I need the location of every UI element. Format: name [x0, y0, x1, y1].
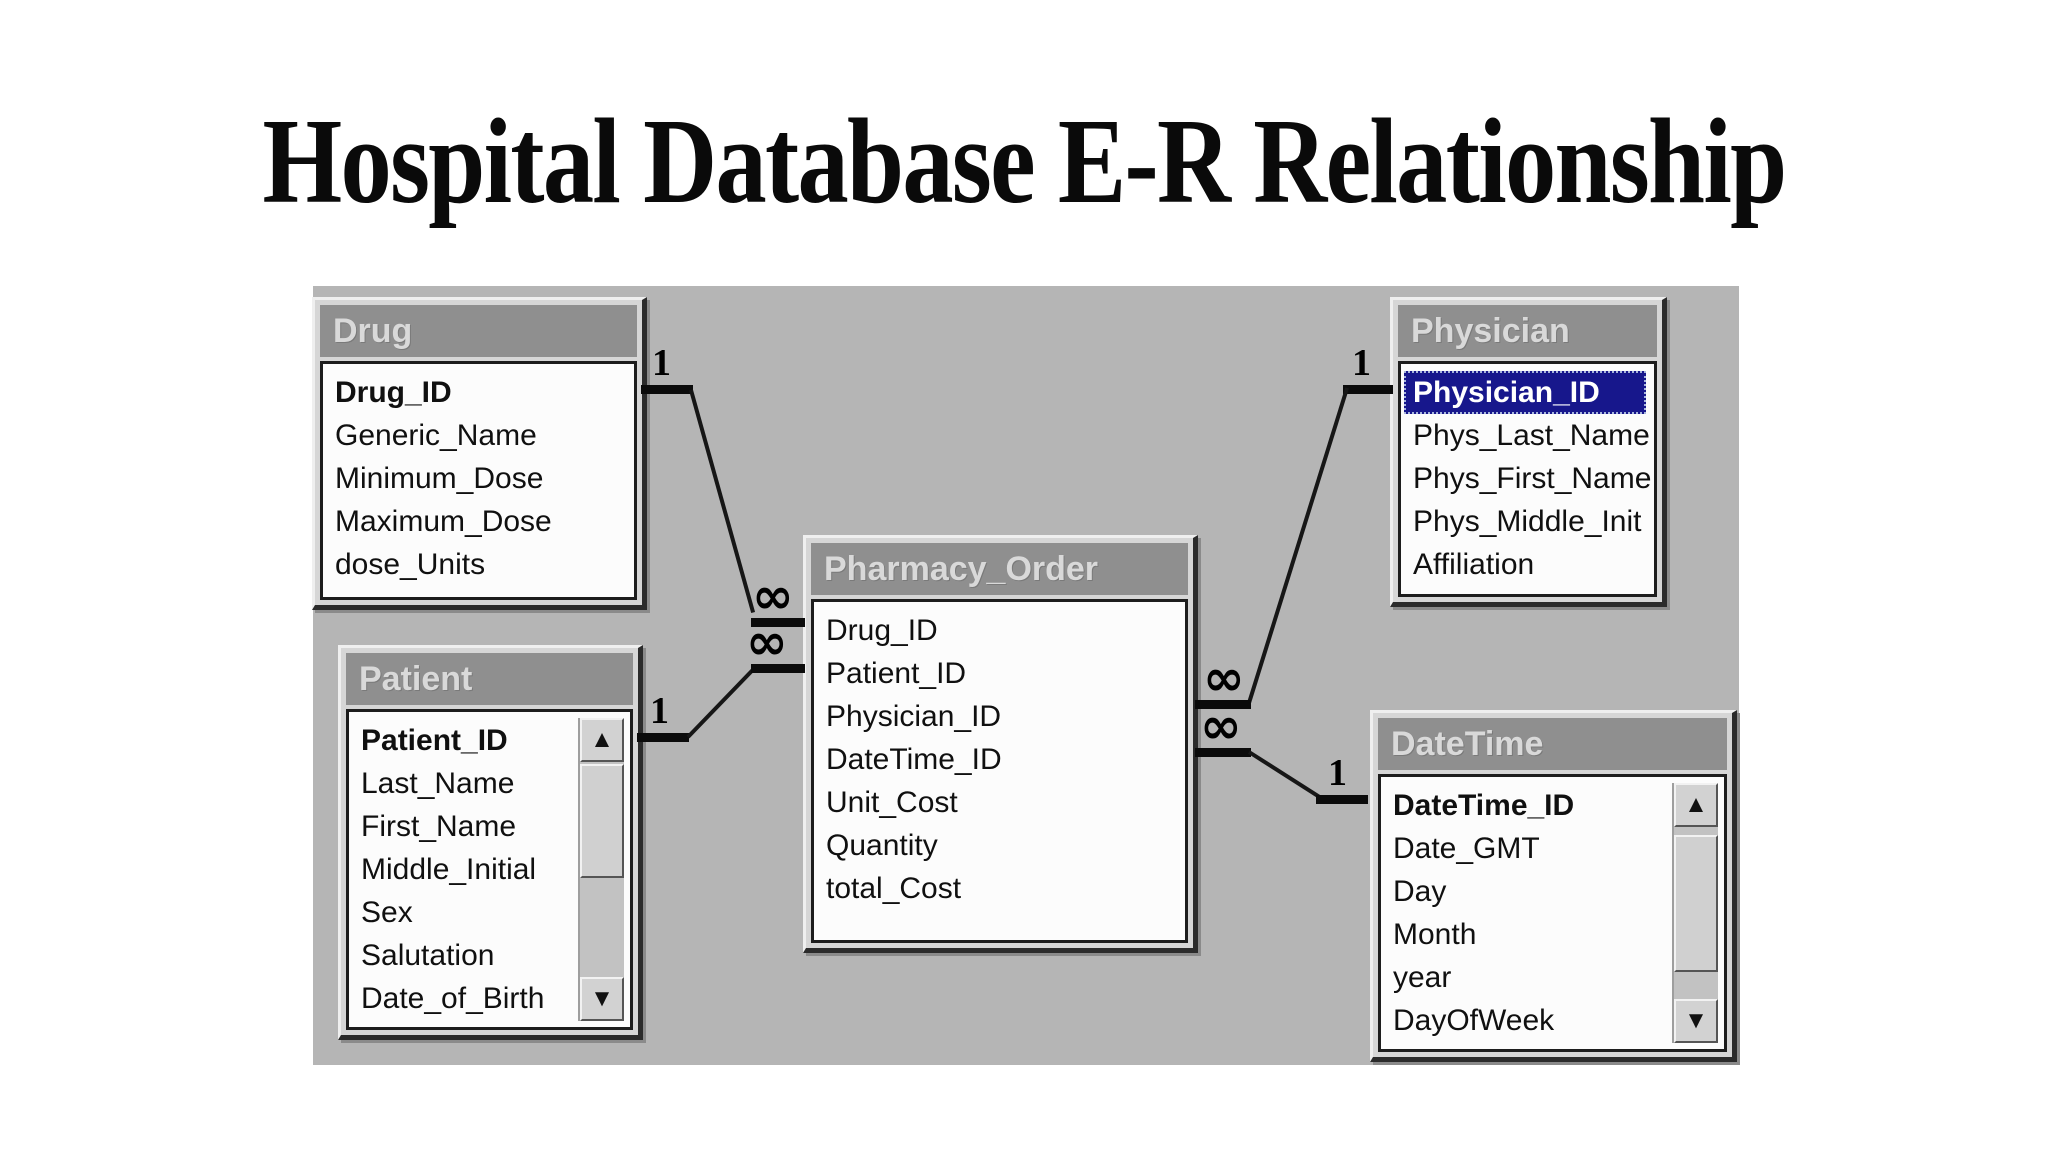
cardinality-one-patient: 1 — [650, 690, 669, 732]
field-Patient_ID[interactable]: Patient_ID — [361, 724, 508, 757]
datetime-scrollbar[interactable]: ▲ ▼ — [1672, 783, 1718, 1043]
field-Date_GMT[interactable]: Date_GMT — [1393, 832, 1540, 865]
cardinality-many-drug: ∞ — [752, 567, 794, 625]
scroll-up-icon[interactable]: ▲ — [1674, 783, 1718, 827]
scrollbar-thumb[interactable] — [1674, 835, 1718, 972]
field-DateTime_ID[interactable]: DateTime_ID — [826, 743, 1002, 776]
page-title: Hospital Database E-R Relationship — [262, 94, 1788, 229]
relationship-line-drug[interactable] — [641, 385, 693, 394]
field-Salutation[interactable]: Salutation — [361, 939, 495, 972]
cardinality-one-drug: 1 — [652, 342, 671, 384]
field-First_Name[interactable]: First_Name — [361, 810, 517, 843]
field-Date_of_Birth[interactable]: Date_of_Birth — [361, 982, 545, 1015]
field-Phys_Middle_Init[interactable]: Phys_Middle_Init — [1413, 505, 1642, 538]
cardinality-many-patient: ∞ — [746, 613, 788, 671]
field-Maximum_Dose[interactable]: Maximum_Dose — [335, 505, 552, 538]
field-Affiliation[interactable]: Affiliation — [1413, 548, 1535, 581]
field-DayOfWeek[interactable]: DayOfWeek — [1393, 1004, 1555, 1037]
cardinality-one-datetime: 1 — [1328, 752, 1347, 794]
field-Quantity[interactable]: Quantity — [826, 829, 938, 862]
field-Physician_ID[interactable]: Physician_ID — [1404, 371, 1646, 414]
table-drug-title: Drug — [320, 305, 637, 357]
relationship-line-drug[interactable] — [751, 618, 805, 627]
field-dose_Units[interactable]: dose_Units — [335, 548, 486, 581]
field-Drug_ID[interactable]: Drug_ID — [826, 614, 938, 647]
scroll-up-icon[interactable]: ▲ — [580, 718, 624, 762]
field-total_Cost[interactable]: total_Cost — [826, 872, 962, 905]
scroll-down-icon[interactable]: ▼ — [1674, 999, 1718, 1043]
field-Phys_First_Name[interactable]: Phys_First_Name — [1413, 462, 1652, 495]
field-Last_Name[interactable]: Last_Name — [361, 767, 515, 800]
field-Month[interactable]: Month — [1393, 918, 1477, 951]
relationship-line-physician[interactable] — [1343, 385, 1393, 394]
field-Middle_Initial[interactable]: Middle_Initial — [361, 853, 537, 886]
field-Patient_ID[interactable]: Patient_ID — [826, 657, 967, 690]
patient-scrollbar[interactable]: ▲ ▼ — [578, 718, 624, 1021]
relationship-line-patient[interactable] — [751, 664, 805, 673]
relationship-line-datetime[interactable] — [1316, 795, 1368, 804]
field-Physician_ID[interactable]: Physician_ID — [826, 700, 1002, 733]
cardinality-one-physician: 1 — [1352, 342, 1371, 384]
table-patient-title: Patient — [346, 653, 633, 705]
relationship-line-patient[interactable] — [637, 733, 689, 742]
scrollbar-thumb[interactable] — [580, 764, 624, 878]
cardinality-many-physician: ∞ — [1203, 649, 1245, 707]
field-Minimum_Dose[interactable]: Minimum_Dose — [335, 462, 544, 495]
table-pharmacy-order-fields: Drug_ID Patient_ID Physician_ID DateTime_ID… — [811, 599, 1188, 943]
scroll-down-icon[interactable]: ▼ — [580, 977, 624, 1021]
field-DateTime_ID[interactable]: DateTime_ID — [1393, 789, 1575, 822]
table-pharmacy-order-title: Pharmacy_Order — [811, 543, 1188, 595]
field-Day[interactable]: Day — [1393, 875, 1447, 908]
cardinality-many-datetime: ∞ — [1200, 697, 1242, 755]
field-Generic_Name[interactable]: Generic_Name — [335, 419, 537, 452]
field-Unit_Cost[interactable]: Unit_Cost — [826, 786, 958, 819]
field-Phys_Last_Name[interactable]: Phys_Last_Name — [1413, 419, 1650, 452]
table-physician-title: Physician — [1398, 305, 1657, 357]
field-year[interactable]: year — [1393, 961, 1452, 994]
field-Drug_ID[interactable]: Drug_ID — [335, 376, 452, 409]
table-datetime-title: DateTime — [1378, 718, 1727, 770]
relationship-line-physician[interactable] — [1195, 700, 1251, 709]
table-pharmacy-order[interactable]: Pharmacy_Order Drug_ID Patient_ID Physicia… — [803, 535, 1198, 953]
relationship-line-datetime[interactable] — [1195, 748, 1251, 757]
field-Sex[interactable]: Sex — [361, 896, 413, 929]
